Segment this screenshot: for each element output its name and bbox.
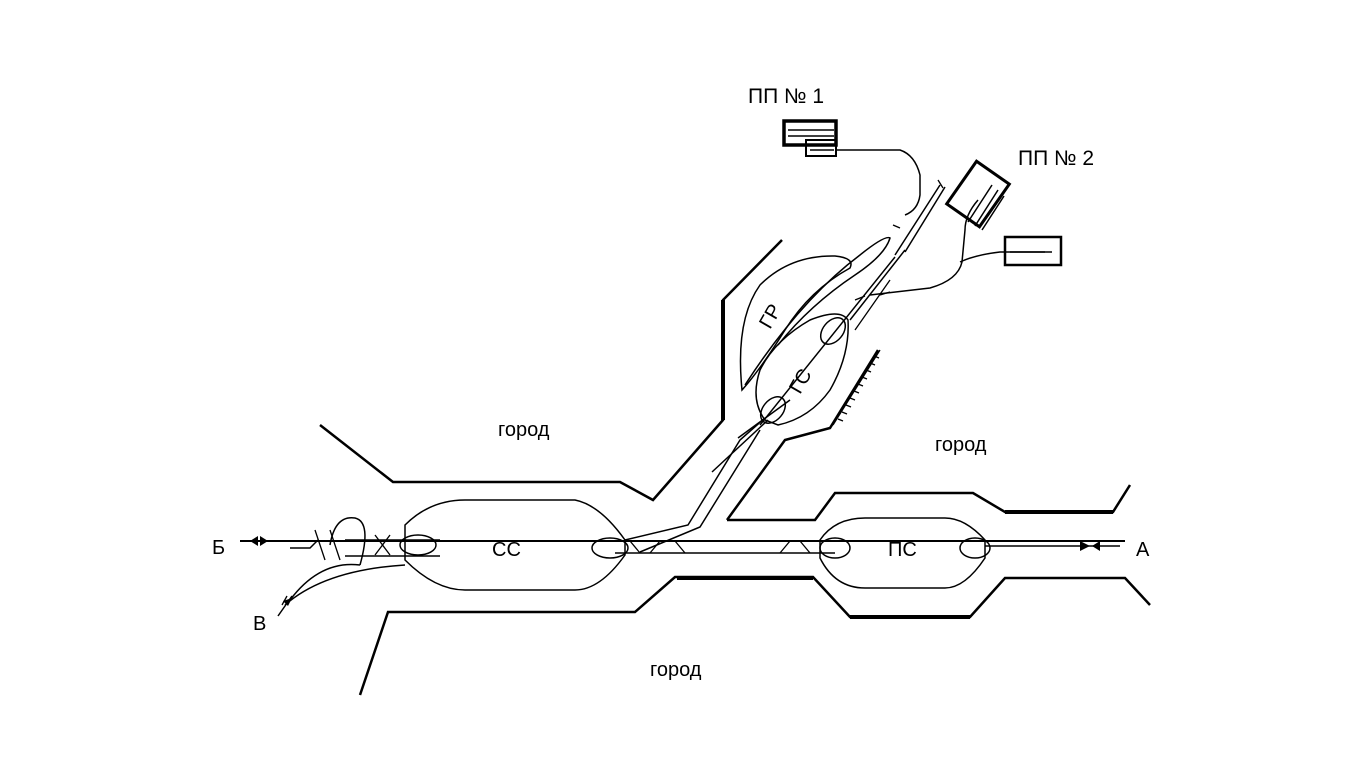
label-pp2: ПП № 2 bbox=[1018, 147, 1094, 170]
label-direction-b: Б bbox=[212, 537, 225, 559]
label-city-bottom: город bbox=[650, 659, 702, 681]
label-ss: СС bbox=[492, 539, 521, 561]
boundary-hatch bbox=[832, 349, 881, 426]
boundary-right-upper bbox=[727, 484, 1132, 522]
station-gs-outline bbox=[755, 313, 849, 426]
station-ss-outline bbox=[404, 499, 626, 591]
label-gs: ГС bbox=[785, 365, 816, 397]
label-gr: ГР bbox=[755, 301, 786, 333]
industrial-sidings bbox=[835, 149, 1045, 331]
label-city-right: город bbox=[935, 434, 987, 456]
enterprise-pp2: ПП № 2 bbox=[944, 147, 1094, 267]
label-city-top-left: город bbox=[498, 419, 550, 441]
enterprise-pp1: ПП № 1 bbox=[748, 85, 838, 157]
station-ps: ПС bbox=[819, 517, 991, 589]
station-ss: СС bbox=[399, 499, 629, 591]
label-direction-v: В bbox=[253, 613, 266, 635]
label-pp1: ПП № 1 bbox=[748, 85, 824, 108]
station-ps-outline bbox=[819, 517, 986, 589]
yard-gr-outline bbox=[739, 255, 852, 392]
label-ps: ПС bbox=[888, 539, 917, 561]
city-boundaries bbox=[319, 239, 1151, 696]
main-tracks bbox=[240, 517, 1125, 617]
label-direction-a: А bbox=[1136, 539, 1150, 561]
boundary-bottom bbox=[358, 575, 1151, 696]
boundary-upper-left bbox=[319, 239, 783, 502]
boundary-middle bbox=[725, 349, 880, 521]
